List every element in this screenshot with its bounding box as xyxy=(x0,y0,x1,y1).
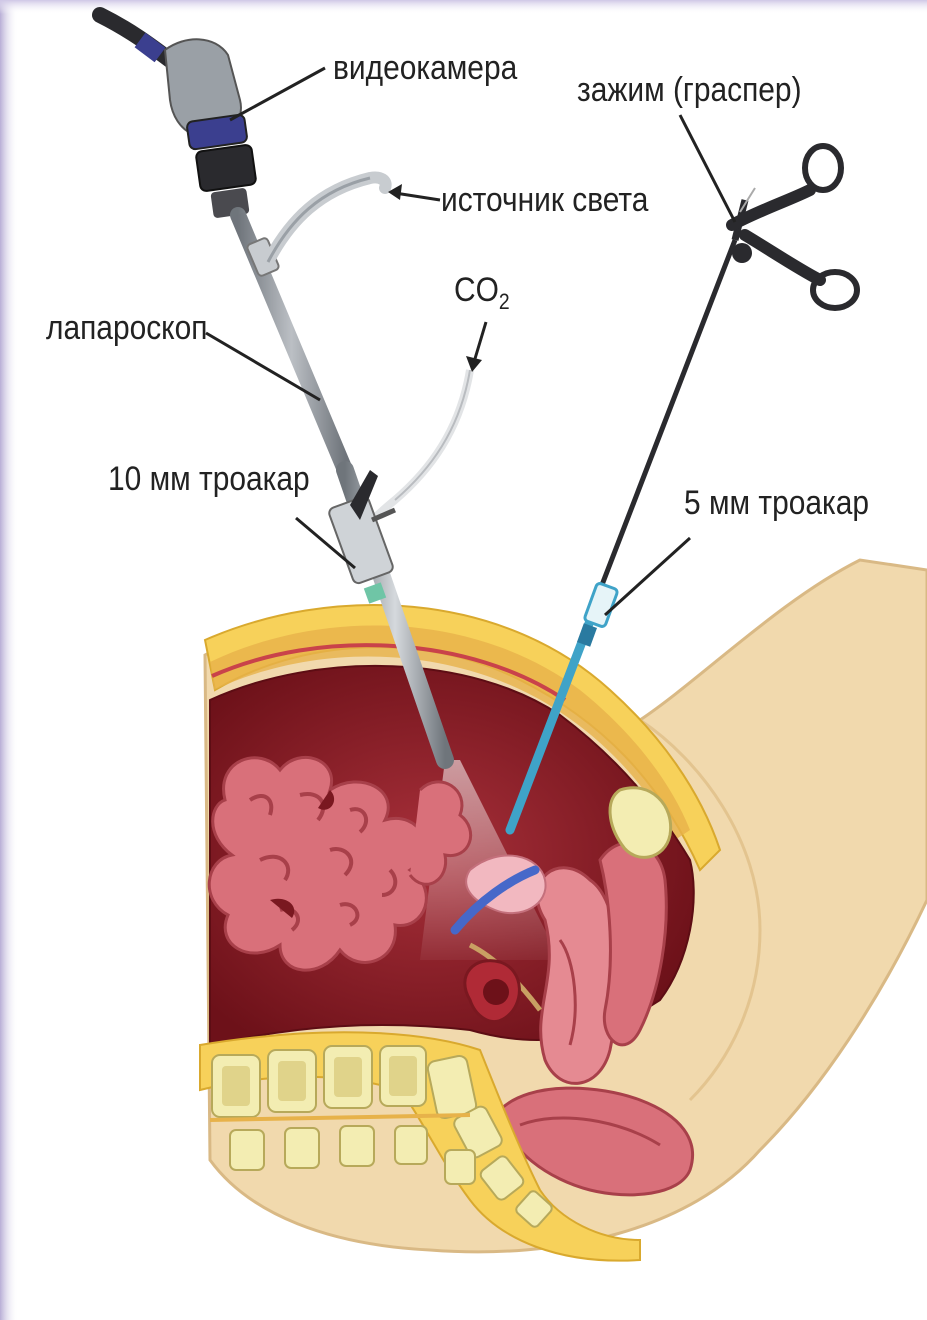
pointer-camera xyxy=(230,68,325,120)
pointer-grasper xyxy=(680,115,735,222)
pointer-light xyxy=(395,193,440,200)
label-co2-main: CO xyxy=(454,271,499,309)
frame-left-edge xyxy=(0,0,18,1320)
label-video-camera: видеокамера xyxy=(333,48,517,88)
laparoscope-shaft xyxy=(238,215,345,470)
pointer-co2 xyxy=(474,322,486,362)
label-co2: CO2 xyxy=(454,270,510,310)
label-trocar-10mm: 10 мм троакар xyxy=(108,459,310,499)
label-trocar-5mm: 5 мм троакар xyxy=(684,483,869,523)
label-co2-subscript: 2 xyxy=(499,289,510,314)
label-grasper: зажим (граспер) xyxy=(577,70,802,110)
camera-cable xyxy=(100,15,170,60)
co2-tube xyxy=(372,370,470,520)
label-light-source: источник света xyxy=(441,180,648,220)
label-laparoscope: лапароскоп xyxy=(46,308,207,348)
frame-top-edge xyxy=(0,0,927,14)
light-cable xyxy=(268,177,386,262)
video-camera xyxy=(165,39,257,218)
